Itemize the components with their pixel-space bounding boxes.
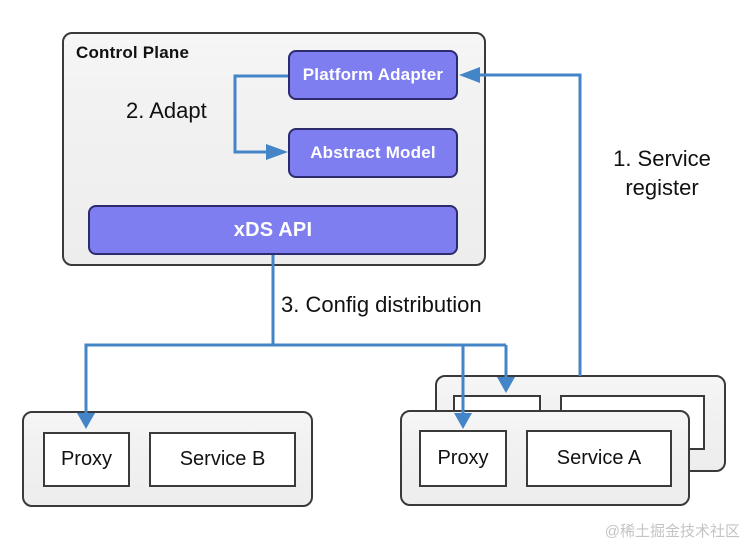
watermark: @稀土掘金技术社区 <box>604 523 740 540</box>
proxy-label: Proxy <box>437 447 489 469</box>
service-register-arrow-line <box>477 73 582 376</box>
xds-api-label: xDS API <box>233 218 313 241</box>
config-distribution-step-label: 3. Config distribution <box>281 292 482 317</box>
control-plane-panel: Control Plane Platform Adapter Abstract … <box>62 32 486 266</box>
service-b-node: Service B <box>149 432 296 487</box>
abstract-model-node: Abstract Model <box>288 128 458 178</box>
xds-api-node: xDS API <box>88 205 458 255</box>
proxy-label: Proxy <box>60 448 113 470</box>
service-a-node: Service A <box>526 430 672 487</box>
service-register-step-label: 1. Service register <box>613 146 711 200</box>
service-b-label: Service B <box>179 448 266 470</box>
platform-adapter-node: Platform Adapter <box>288 50 458 100</box>
service-b-group: Proxy Service B <box>22 411 313 507</box>
platform-adapter-label: Platform Adapter <box>302 65 444 84</box>
adapt-step-label: 2. Adapt <box>126 98 207 123</box>
service-a-label: Service A <box>556 447 642 469</box>
service-a-proxy-node: Proxy <box>419 430 507 487</box>
service-b-proxy-node: Proxy <box>43 432 130 487</box>
control-plane-title: Control Plane <box>76 43 190 62</box>
abstract-model-label: Abstract Model <box>310 143 436 162</box>
service-a-group-front: Proxy Service A <box>400 410 690 506</box>
